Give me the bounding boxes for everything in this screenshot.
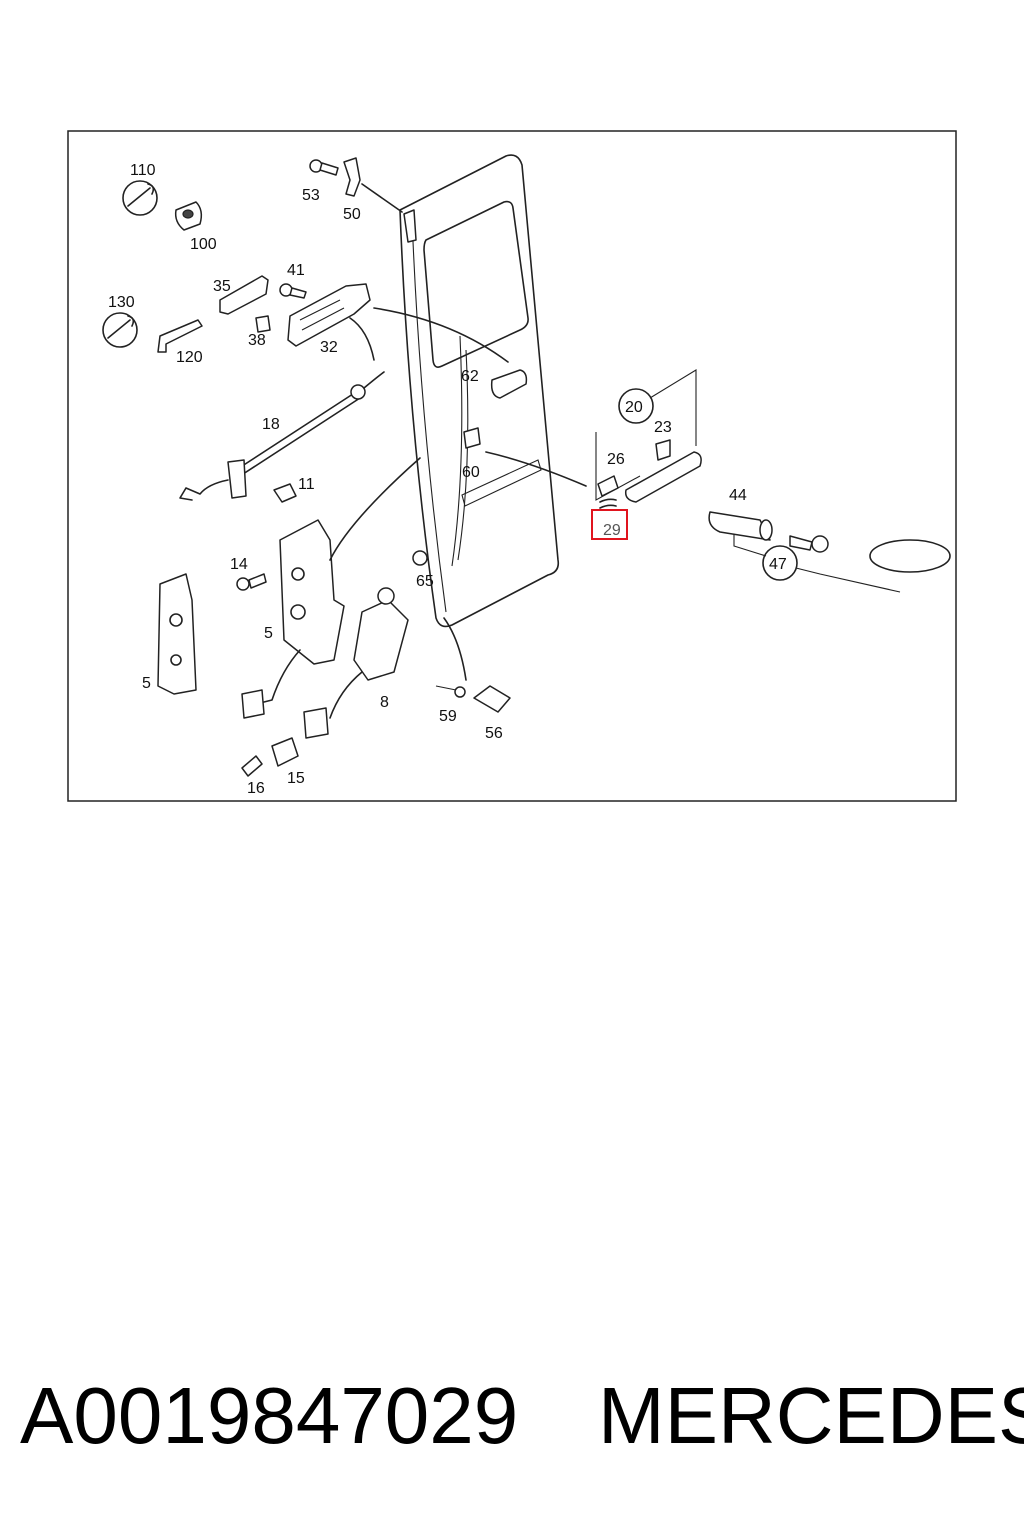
callout-18: 18 [262, 416, 280, 433]
tool-icon-130 [102, 312, 138, 348]
callout-44: 44 [729, 487, 747, 504]
callout-15: 15 [287, 770, 305, 787]
callout-56: 56 [485, 725, 503, 742]
callout-5-left: 5 [142, 675, 151, 692]
tool-icon-110 [122, 180, 158, 216]
actuator-8 [303, 587, 409, 739]
clip-11 [273, 483, 297, 503]
callout-26: 26 [607, 451, 625, 468]
callout-100: 100 [190, 236, 217, 253]
callout-35: 35 [213, 278, 231, 295]
callout-110: 110 [130, 162, 156, 179]
callout-16: 16 [247, 780, 265, 797]
callout-120: 120 [176, 349, 203, 366]
callout-60: 60 [462, 464, 480, 481]
callout-14: 14 [230, 556, 248, 573]
callout-32: 32 [320, 339, 338, 356]
handle-rod-60 [463, 427, 587, 487]
bracket-50 [343, 157, 417, 243]
clip-38 [255, 315, 271, 333]
bracket-35 [219, 275, 269, 315]
callout-62: 62 [461, 368, 479, 385]
lock-cylinder-44 [708, 511, 773, 541]
callout-41: 41 [287, 262, 305, 279]
screw-14 [236, 573, 267, 591]
brand-name: MERCEDES [598, 1371, 1024, 1460]
pin-59 [435, 685, 466, 698]
callout-20: 20 [625, 399, 643, 416]
bracket-56 [443, 617, 511, 713]
callout-65: 65 [416, 573, 434, 590]
callout-labels: 110 100 53 50 35 41 130 120 38 32 18 62 … [108, 162, 787, 797]
callout-53: 53 [302, 187, 320, 204]
callout-8: 8 [380, 694, 389, 711]
bracket-120 [157, 319, 203, 353]
bolt-41 [279, 283, 307, 299]
connector-15 [271, 737, 299, 767]
door-lock-5-left [157, 573, 197, 695]
cable-18 [179, 371, 385, 501]
lock-32 [287, 283, 509, 363]
callout-29: 29 [603, 522, 621, 539]
part-caption: A0019847029 MERCEDES [0, 1370, 1024, 1480]
callout-11: 11 [298, 476, 315, 493]
outer-handle-kit-20 [595, 369, 702, 509]
part-number: A0019847029 [20, 1371, 519, 1460]
terminal-16 [241, 755, 263, 777]
callout-29-highlight-box [591, 509, 628, 540]
callout-130: 130 [108, 294, 135, 311]
grommet-100 [174, 201, 203, 231]
callout-59: 59 [439, 708, 457, 725]
bolt-53 [309, 159, 339, 176]
callout-50: 50 [343, 206, 361, 223]
callout-5-right: 5 [264, 625, 273, 642]
rear-door-illustration [399, 154, 560, 628]
callout-38: 38 [248, 332, 266, 349]
key-set-47 [733, 534, 951, 593]
callout-23: 23 [654, 419, 672, 436]
door-lock-5-right [241, 457, 421, 719]
diagram-frame [67, 130, 957, 802]
inner-handle-62 [490, 369, 528, 399]
callout-47: 47 [769, 556, 787, 573]
